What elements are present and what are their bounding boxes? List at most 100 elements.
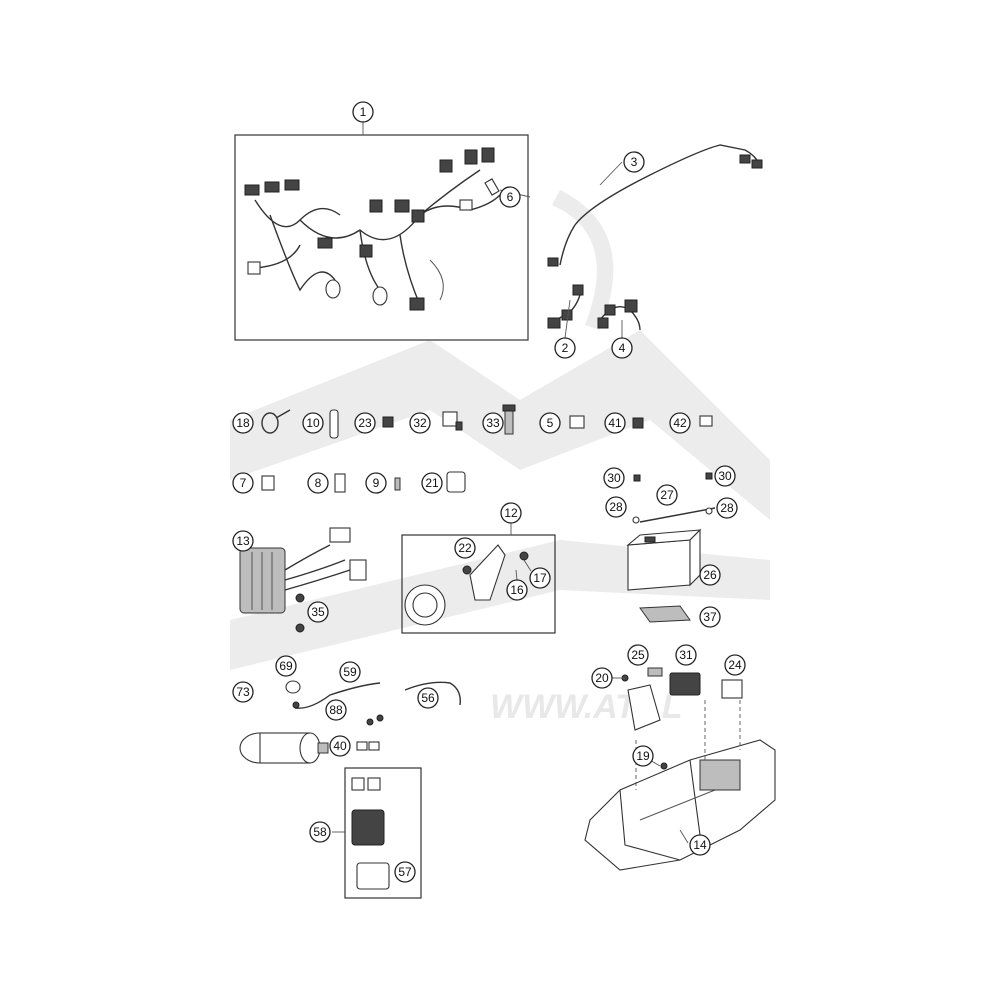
part-12-horn [404,544,529,626]
svg-text:16: 16 [510,583,524,597]
part-58-relay [351,777,390,890]
callout-41: 41 [604,412,626,434]
small-parts-row [261,404,713,439]
callout-17: 17 [529,567,551,589]
svg-text:21: 21 [425,476,439,490]
svg-text:73: 73 [236,685,250,699]
small-parts-40-88 [356,714,384,751]
part-14-battery-box [584,739,776,871]
svg-text:3: 3 [631,155,638,169]
svg-text:23: 23 [358,416,372,430]
svg-text:42: 42 [673,416,687,430]
svg-text:28: 28 [609,500,623,514]
callout-69: 69 [275,655,297,677]
svg-text:31: 31 [679,648,693,662]
svg-text:2: 2 [562,341,569,355]
svg-text:19: 19 [636,749,650,763]
svg-text:12: 12 [504,506,518,520]
svg-text:22: 22 [458,541,472,555]
svg-text:6: 6 [507,190,514,204]
callout-5: 5 [539,412,561,434]
callout-18: 18 [232,412,254,434]
svg-text:27: 27 [660,488,674,502]
svg-text:5: 5 [547,416,554,430]
watermark-arc-shape [552,190,614,330]
callout-23: 23 [354,412,376,434]
svg-text:26: 26 [703,568,717,582]
part-2-harness [547,284,584,329]
svg-text:7: 7 [240,476,247,490]
callout-25: 25 [627,644,649,666]
svg-text:59: 59 [343,665,357,679]
callout-56: 56 [417,687,439,709]
callout-33: 33 [482,412,504,434]
starter-cables [285,680,461,709]
svg-text:88: 88 [329,703,343,717]
svg-text:35: 35 [311,605,325,619]
main-harness-box [234,134,529,341]
callout-3: 3 [623,151,645,173]
callout-7: 7 [232,472,254,494]
callout-19: 19 [632,745,654,767]
callout-21: 21 [421,472,443,494]
svg-text:69: 69 [279,659,293,673]
callout-10: 10 [302,412,324,434]
svg-text:37: 37 [703,610,717,624]
svg-text:9: 9 [373,476,380,490]
callout-9: 9 [365,472,387,494]
callout-1: 1 [352,101,374,123]
callout-20: 20 [591,667,613,689]
part-3-cable [547,144,763,267]
svg-text:20: 20 [595,671,609,685]
small-parts-row-2 [261,471,466,493]
part-20-bracket [621,674,661,731]
callout-42: 42 [669,412,691,434]
svg-text:58: 58 [313,825,327,839]
callout-4: 4 [611,337,633,359]
svg-text:30: 30 [718,469,732,483]
callout-12: 12 [500,502,522,524]
callout-14: 14 [689,834,711,856]
callout-22: 22 [454,537,476,559]
callout-73: 73 [232,681,254,703]
svg-text:30: 30 [607,471,621,485]
starter-motor [239,732,329,764]
svg-text:24: 24 [728,658,742,672]
callout-16: 16 [506,579,528,601]
main-wiring-harness [244,147,501,311]
part-13-regulator [239,527,367,633]
callout-8: 8 [307,472,329,494]
svg-text:13: 13 [236,534,250,548]
svg-text:1: 1 [360,105,367,119]
callouts: 1 3 6 2 4 18 10 23 32 33 5 41 42 7 8 9 2… [232,101,746,883]
part-26-battery [626,528,702,591]
svg-text:28: 28 [720,501,734,515]
callout-58: 58 [309,821,331,843]
callout-88: 88 [325,699,347,721]
callout-37: 37 [699,606,721,628]
svg-text:17: 17 [533,571,547,585]
parts-25-31-24 [647,667,743,770]
callout-57: 57 [394,861,416,883]
svg-text:41: 41 [608,416,622,430]
callout-40: 40 [329,735,351,757]
svg-text:40: 40 [333,739,347,753]
svg-text:57: 57 [398,865,412,879]
svg-text:33: 33 [486,416,500,430]
svg-text:8: 8 [315,476,322,490]
callout-28b: 28 [716,497,738,519]
callout-35: 35 [307,601,329,623]
svg-text:10: 10 [306,416,320,430]
callout-24: 24 [724,654,746,676]
battery-hardware [632,472,716,623]
svg-text:18: 18 [236,416,250,430]
callout-31: 31 [675,644,697,666]
callout-13: 13 [232,530,254,552]
svg-text:25: 25 [631,648,645,662]
callout-32: 32 [409,412,431,434]
svg-text:32: 32 [413,416,427,430]
relay-box [344,767,422,899]
svg-text:14: 14 [693,838,707,852]
svg-text:4: 4 [619,341,626,355]
